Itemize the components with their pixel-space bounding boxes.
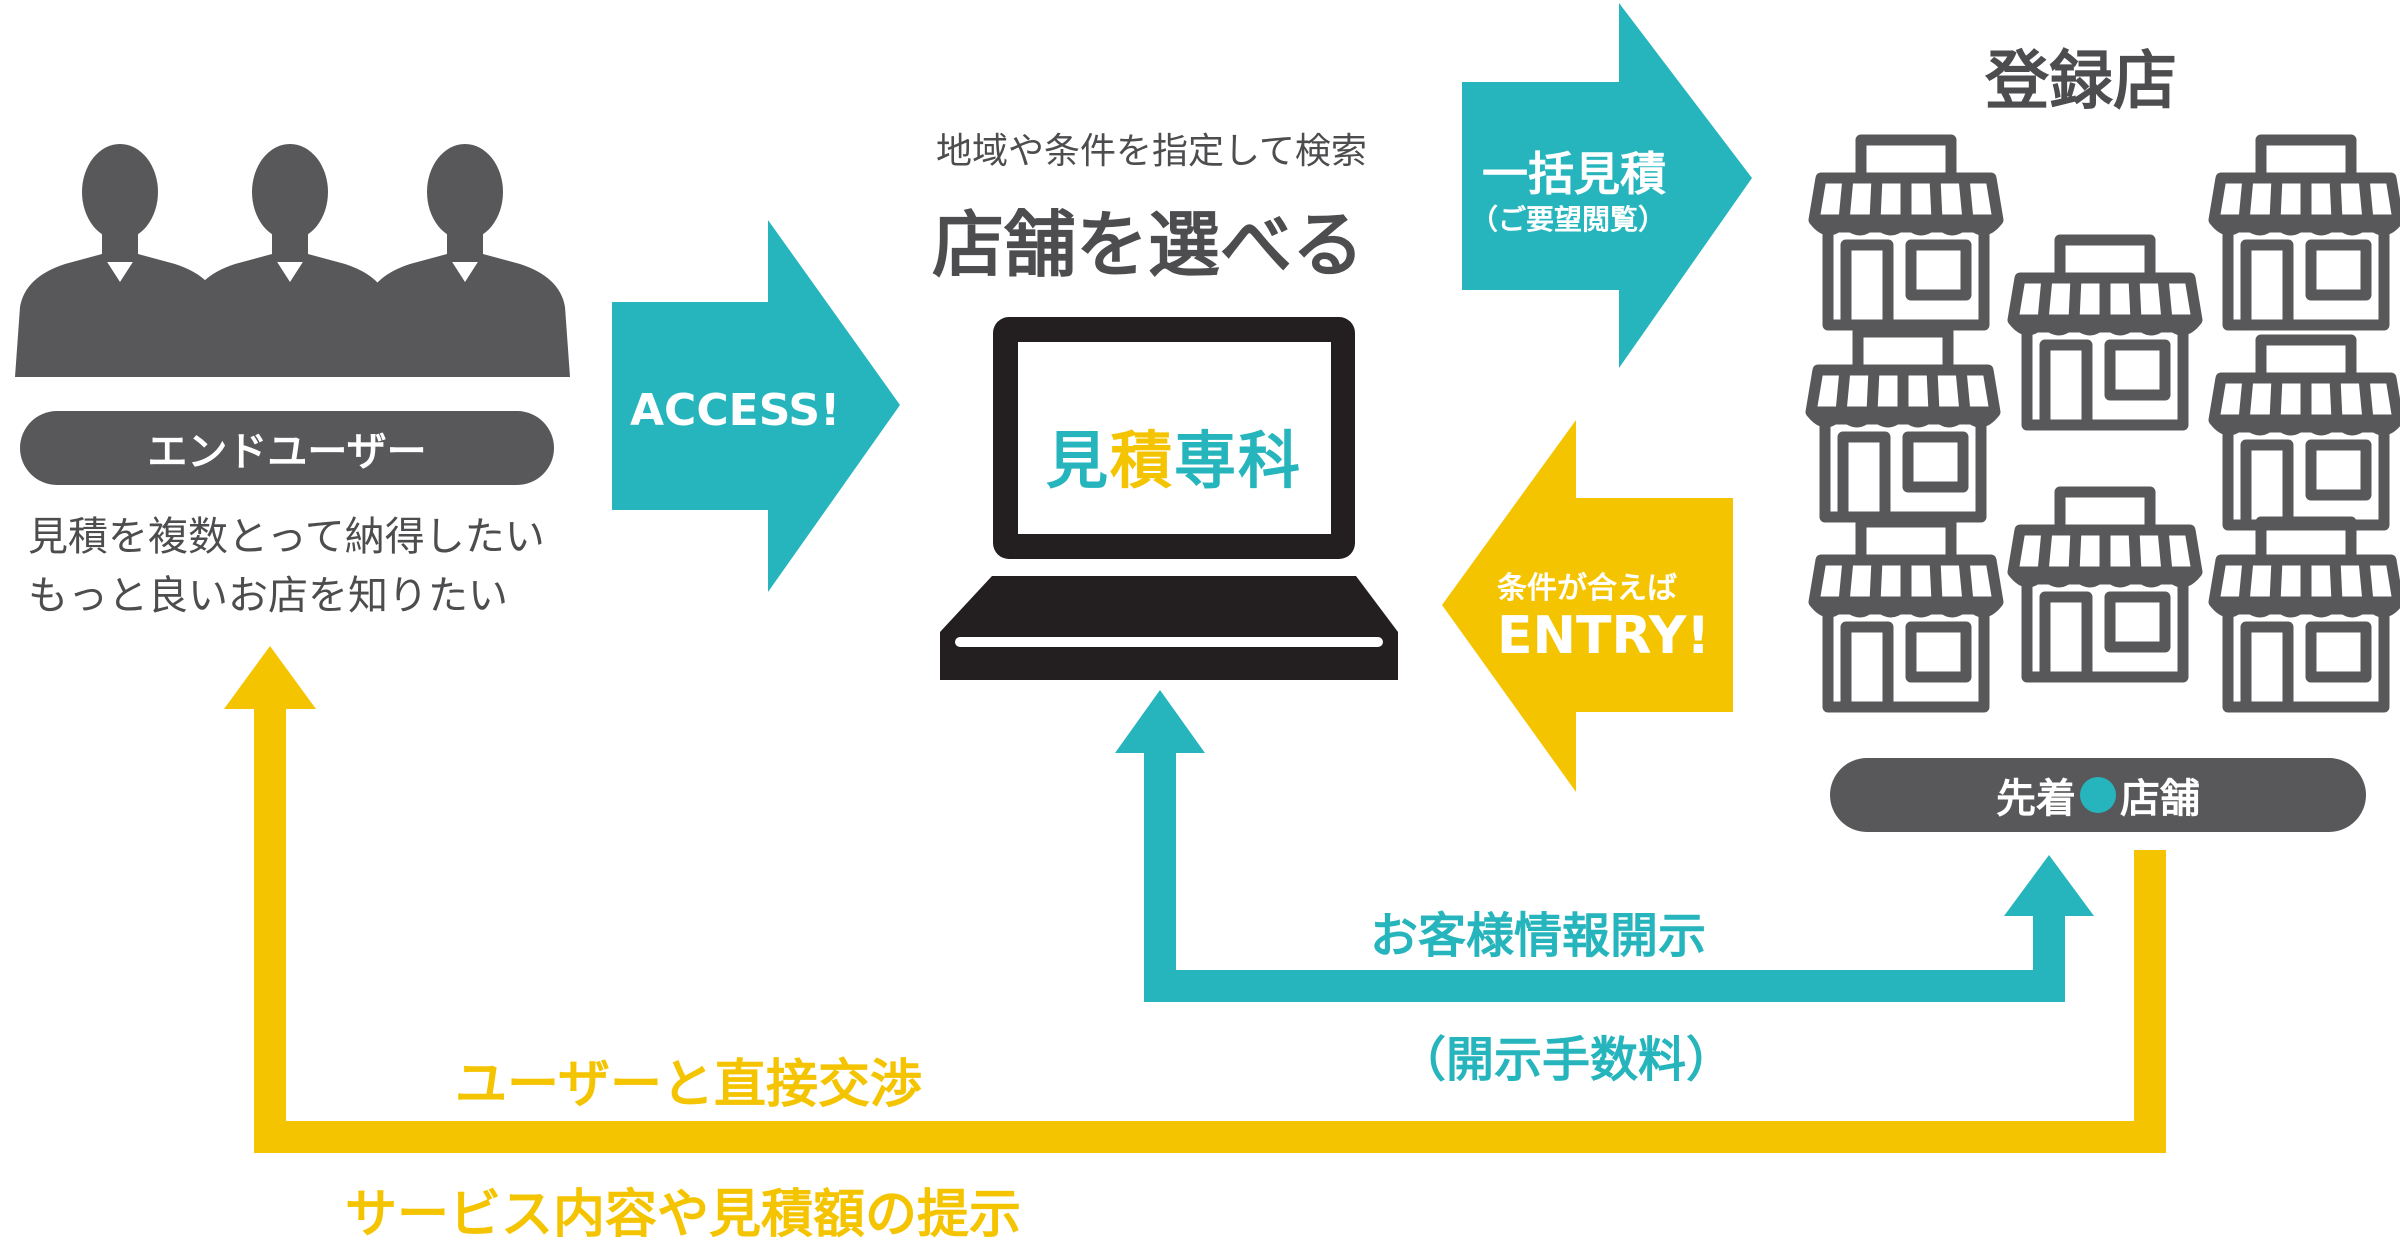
direct-flow-line (254, 706, 2166, 1153)
disclosure-fee-label: （開示手数料） (1398, 1032, 1735, 1088)
entry-arrow-title: ENTRY! (1497, 606, 1711, 666)
access-arrow (612, 220, 900, 592)
yellow-connector (254, 706, 2166, 1153)
teal-arrowhead-up-left (1115, 690, 1205, 753)
entry-arrow-condition: 条件が合えば (1497, 571, 1677, 606)
first-come-stores-badge: 先着 店舗 (1830, 758, 2366, 832)
search-subtitle: 地域や条件を指定して検索 (936, 131, 1367, 172)
end-user-badge: エンドユーザー (20, 411, 554, 485)
first-come-prefix: 先着 (1996, 776, 2076, 822)
stores-title: 登録店 (1985, 45, 2177, 119)
direct-negotiation-label: ユーザーと直接交渉 (455, 1055, 922, 1115)
first-come-suffix: 店舗 (2120, 776, 2200, 822)
end-user-label: エンドユーザー (147, 429, 427, 475)
service-proposal-label: サービス内容や見積額の提示 (345, 1185, 1022, 1245)
disclosure-flow-line (1144, 750, 2065, 1002)
first-come-count-dot (2080, 777, 2116, 813)
teal-connector (1144, 750, 2065, 1002)
end-users-icon (15, 144, 570, 377)
brand-char-4: 科 (1238, 424, 1303, 497)
quote-arrow-title: 一括見積 (1482, 147, 1666, 201)
brand-char-3: 専 (1174, 424, 1239, 497)
laptop-brand-logo: 見積専科 (1046, 410, 1302, 500)
search-title: 店舗を選べる (932, 203, 1365, 287)
brand-char-2: 積 (1110, 424, 1175, 497)
quote-arrow (1462, 3, 1752, 368)
entry-arrow (1442, 420, 1733, 792)
access-label: ACCESS! (630, 385, 841, 436)
laptop-base (940, 576, 1398, 680)
teal-arrowhead-up-right (2004, 855, 2094, 916)
end-user-need-1: 見積を複数とって納得したい (28, 514, 545, 560)
registered-stores-icons (1811, 140, 2398, 707)
laptop-slot (955, 637, 1383, 647)
yellow-arrowhead-up (224, 646, 316, 709)
laptop-icon (940, 317, 1398, 680)
brand-char-1: 見 (1046, 424, 1111, 497)
laptop-screen (1030, 354, 1319, 522)
quote-arrow-subtitle: （ご要望閲覧） (1470, 203, 1667, 236)
end-user-need-2: もっと良いお店を知りたい (28, 573, 508, 619)
disclosure-label: お客様情報開示 (1370, 908, 1707, 964)
